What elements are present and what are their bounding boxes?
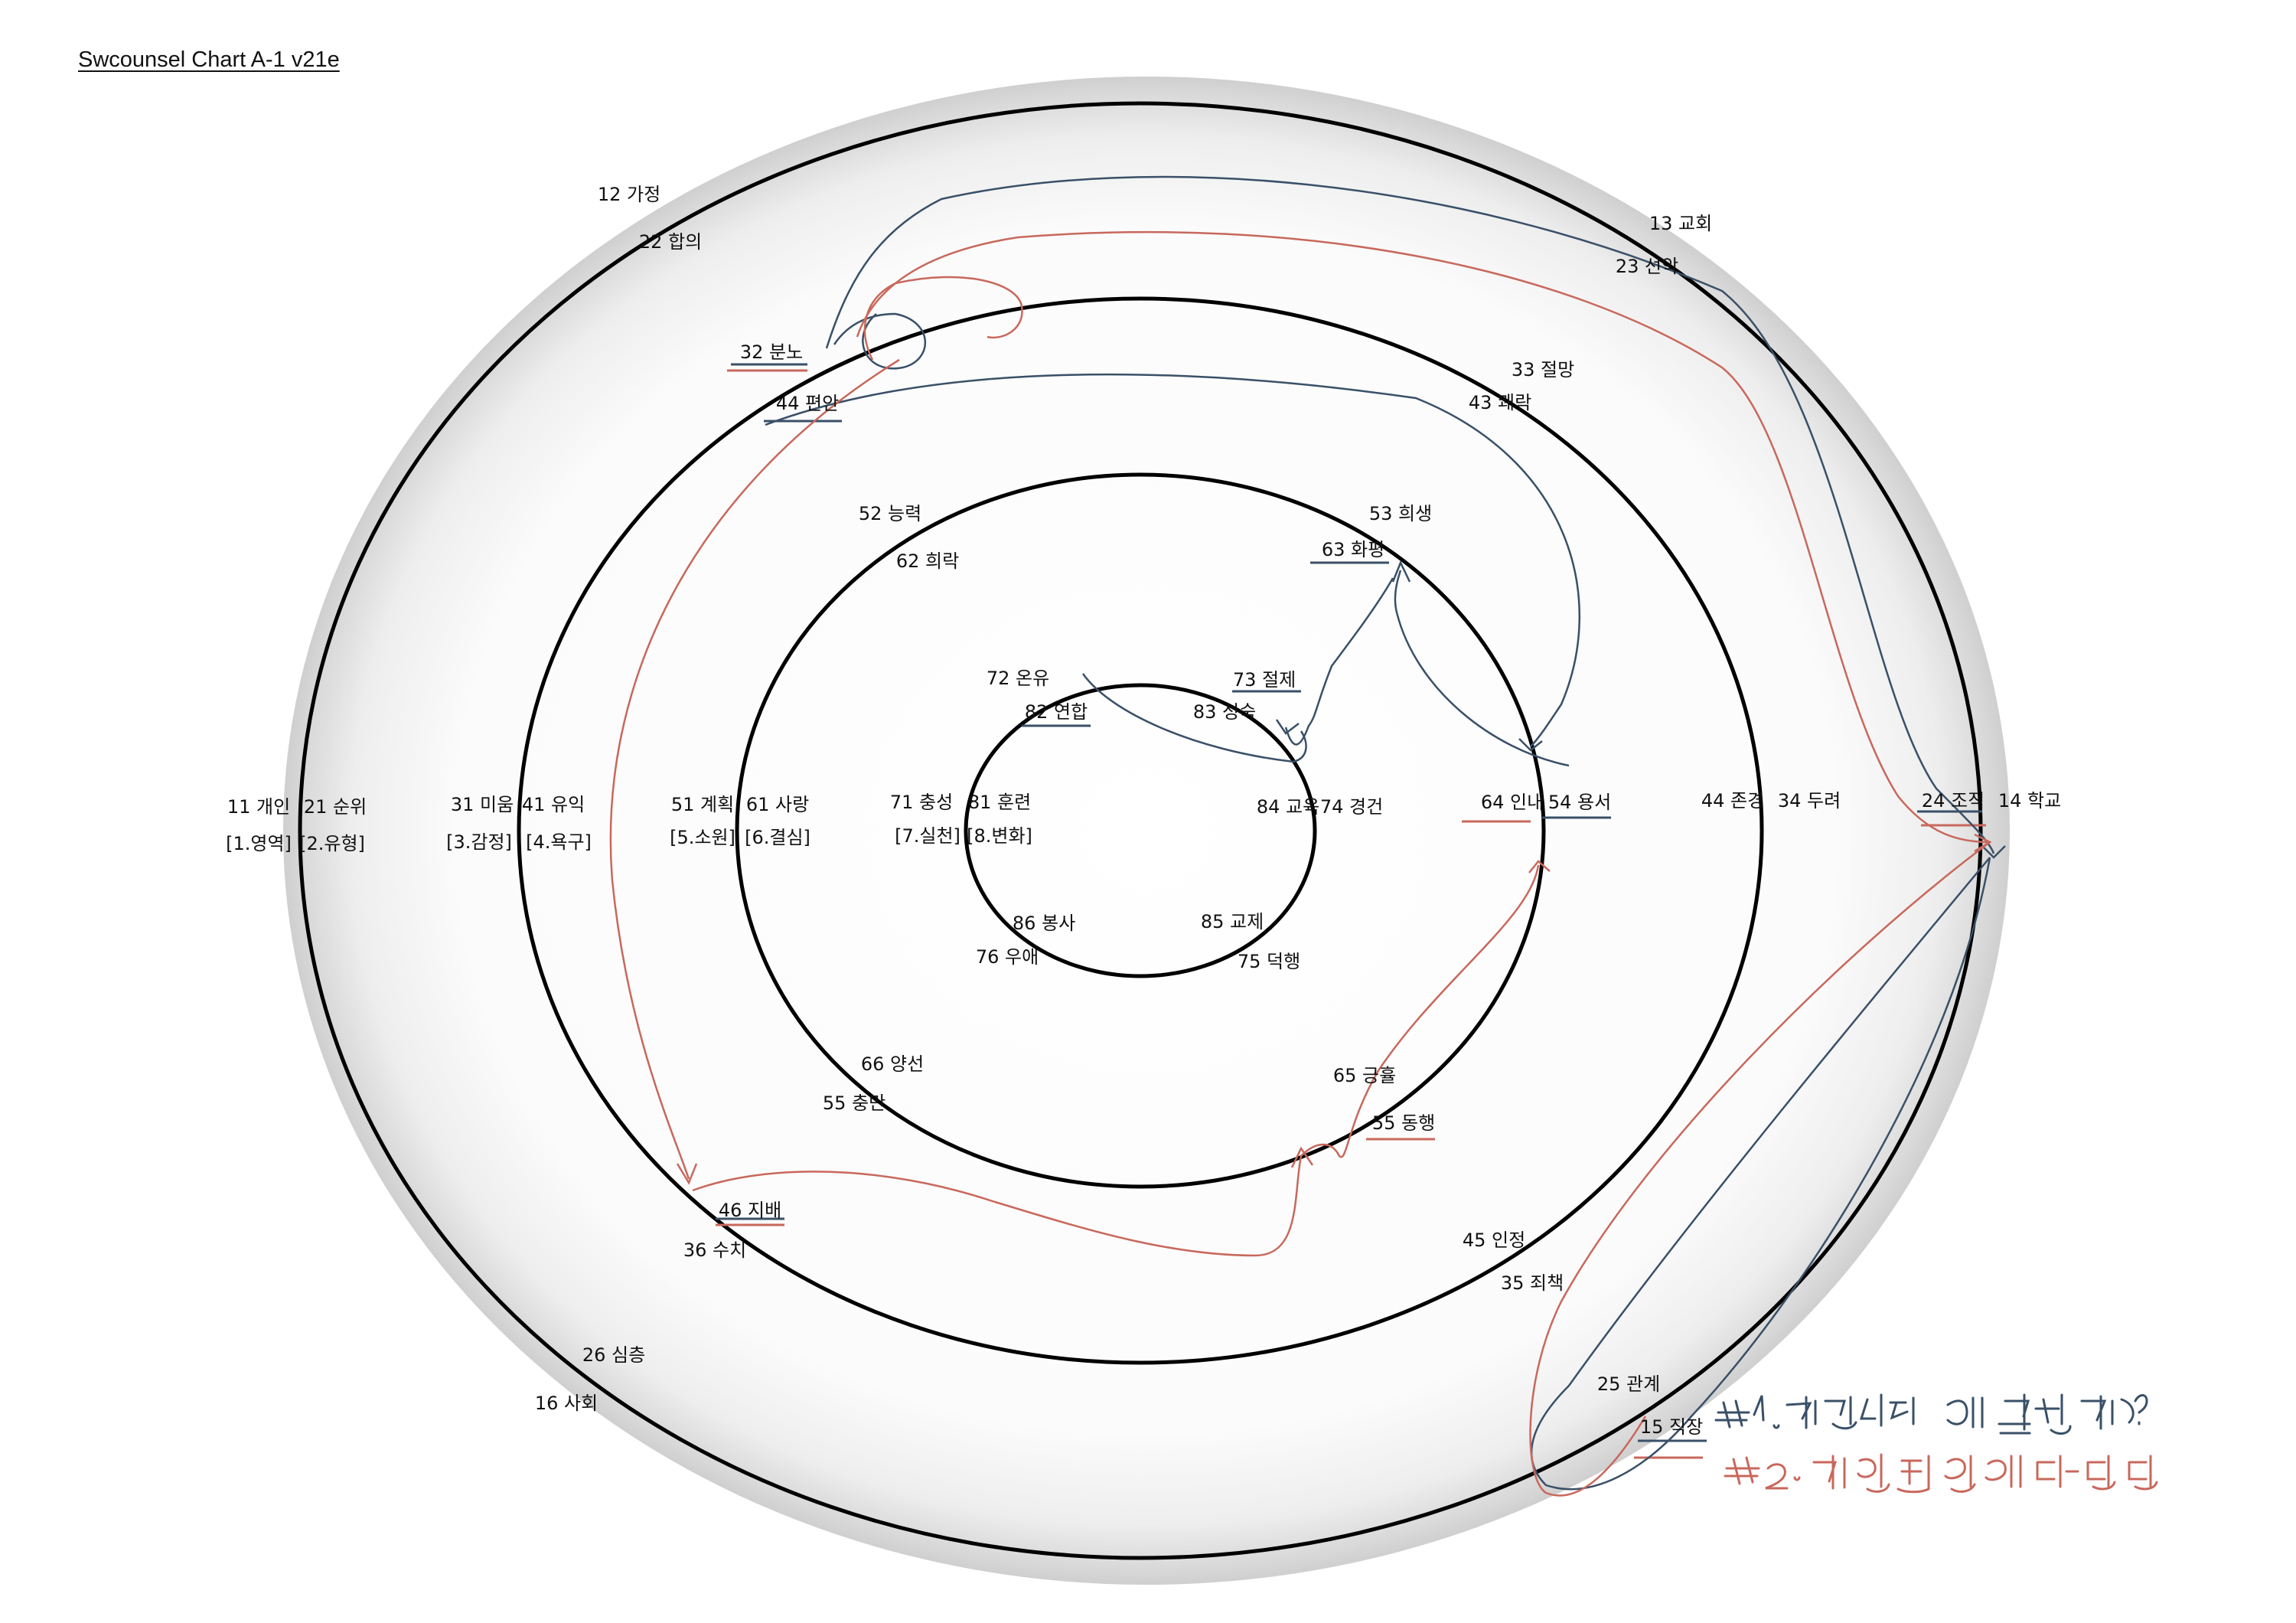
label-52: 52 능력 <box>858 503 922 524</box>
label-35: 35 죄책 <box>1500 1272 1564 1294</box>
label-61: 61 사랑 <box>745 794 810 815</box>
label-24: 24 조직 <box>1921 790 1985 812</box>
label-11: 11 개인 <box>227 796 291 818</box>
category-5: [5.소원] <box>670 827 735 848</box>
label-31: 31 미움 <box>450 794 514 815</box>
handwritten-note-1 <box>1714 1393 2148 1435</box>
label-23: 23 선악 <box>1615 256 1679 277</box>
label-46: 46 지배 <box>718 1200 782 1221</box>
blue-arrowheads <box>1275 560 2006 859</box>
category-1: [1.영역] <box>226 833 292 854</box>
label-22: 22 합의 <box>638 231 703 253</box>
label-66: 66 양선 <box>860 1053 925 1075</box>
label-41: 41 유익 <box>521 794 585 815</box>
label-21: 21 순위 <box>303 796 367 818</box>
label-85: 85 교제 <box>1200 911 1264 932</box>
label-55-right: 55 동행 <box>1371 1112 1436 1134</box>
inner-ring <box>964 683 1317 978</box>
label-43: 43 쾌락 <box>1468 392 1532 413</box>
label-26: 26 심층 <box>582 1344 646 1366</box>
label-45: 45 인정 <box>1462 1229 1526 1251</box>
category-7: [7.실천] <box>895 825 960 847</box>
label-83: 83 성숙 <box>1192 701 1257 723</box>
label-71: 71 충성 <box>889 792 954 813</box>
blue-arrow-paths <box>765 175 1995 1491</box>
handwritten-notes <box>1714 1393 2158 1494</box>
label-34: 34 두려 <box>1777 790 1841 812</box>
label-62: 62 희락 <box>895 550 960 572</box>
outer-ring <box>298 101 1983 1560</box>
label-13: 13 교회 <box>1649 213 1713 234</box>
label-14: 14 학교 <box>1998 790 2062 812</box>
label-44-left: 44 편안 <box>775 393 840 414</box>
disc-shading <box>283 77 2010 1585</box>
label-76: 76 우애 <box>975 946 1039 968</box>
chart-title: Swcounsel Chart A-1 v21e <box>78 47 340 72</box>
label-53: 53 희생 <box>1368 503 1433 524</box>
label-86: 86 봉사 <box>1012 913 1076 934</box>
red-arrowheads <box>676 833 1992 1185</box>
label-44-right: 44 존경 <box>1701 790 1765 812</box>
label-12: 12 가정 <box>597 184 661 205</box>
second-ring <box>517 296 1764 1365</box>
label-15: 15 직장 <box>1639 1416 1704 1438</box>
handwritten-note-2 <box>1724 1453 2158 1494</box>
label-54: 54 용서 <box>1548 792 1612 813</box>
category-8: [8.변화] <box>967 825 1032 847</box>
label-36: 36 수치 <box>683 1239 747 1261</box>
category-6: [6.결심] <box>745 827 810 848</box>
label-72: 72 온유 <box>986 668 1050 689</box>
third-ring <box>735 472 1546 1189</box>
label-55-left: 55 충만 <box>822 1092 886 1114</box>
label-73: 73 절제 <box>1232 669 1296 691</box>
label-32: 32 분노 <box>739 341 804 363</box>
category-2: [2.유형] <box>299 833 365 854</box>
label-81: 81 훈련 <box>967 792 1032 813</box>
underlines <box>716 363 1986 1459</box>
category-4: [4.욕구] <box>526 831 592 853</box>
label-84: 84 교육 <box>1256 796 1320 818</box>
label-51: 51 계획 <box>670 794 735 815</box>
red-arrow-paths <box>609 230 1991 1497</box>
label-75: 75 덕행 <box>1237 951 1301 972</box>
label-25: 25 관계 <box>1596 1373 1661 1395</box>
label-64: 64 인내 <box>1480 792 1544 813</box>
category-3: [3.감정] <box>446 831 512 853</box>
label-82: 82 연합 <box>1024 701 1088 723</box>
label-74: 74 경건 <box>1319 796 1384 818</box>
label-33: 33 절망 <box>1511 359 1575 380</box>
label-65: 65 긍휼 <box>1332 1065 1397 1086</box>
label-16: 16 사회 <box>534 1393 598 1414</box>
label-63: 63 화평 <box>1321 539 1385 560</box>
